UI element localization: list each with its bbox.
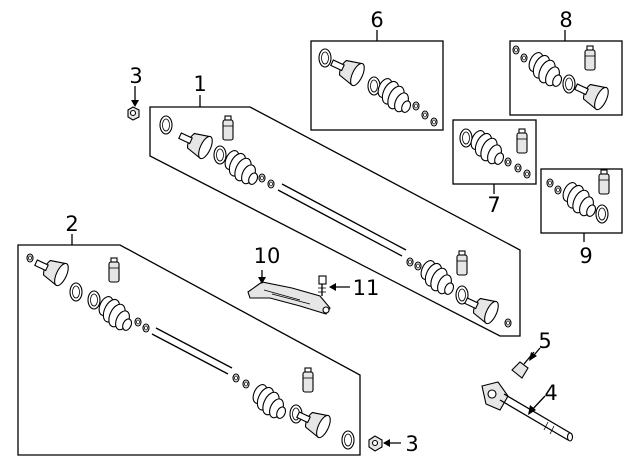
part-10-bracket	[247, 270, 331, 315]
part-4-intermediate-shaft	[481, 381, 574, 442]
callout-8: 8	[559, 8, 572, 32]
callout-9: 9	[579, 244, 592, 268]
callout-1: 1	[193, 72, 206, 96]
part-11-bolt	[318, 275, 350, 296]
part-3-nut-bottom	[368, 435, 401, 452]
callout-6: 6	[370, 8, 383, 32]
panel-2-axle-assembly	[17, 234, 361, 456]
panel-9-kit	[540, 168, 623, 242]
panel-6-kit	[310, 30, 444, 131]
panel-7-kit	[452, 119, 537, 194]
callout-3-bottom: 3	[405, 432, 418, 456]
panel-1-front-axle-assembly	[149, 95, 521, 337]
callout-11: 11	[353, 276, 380, 300]
callout-10: 10	[254, 244, 281, 268]
callout-2: 2	[65, 212, 78, 236]
callout-7: 7	[487, 193, 500, 217]
callout-5: 5	[538, 329, 551, 353]
part-3-nut-top	[127, 86, 140, 121]
callout-4: 4	[544, 381, 557, 405]
callout-3-top: 3	[129, 64, 142, 88]
part-5-plug	[511, 347, 541, 379]
panel-8-kit	[509, 30, 623, 116]
